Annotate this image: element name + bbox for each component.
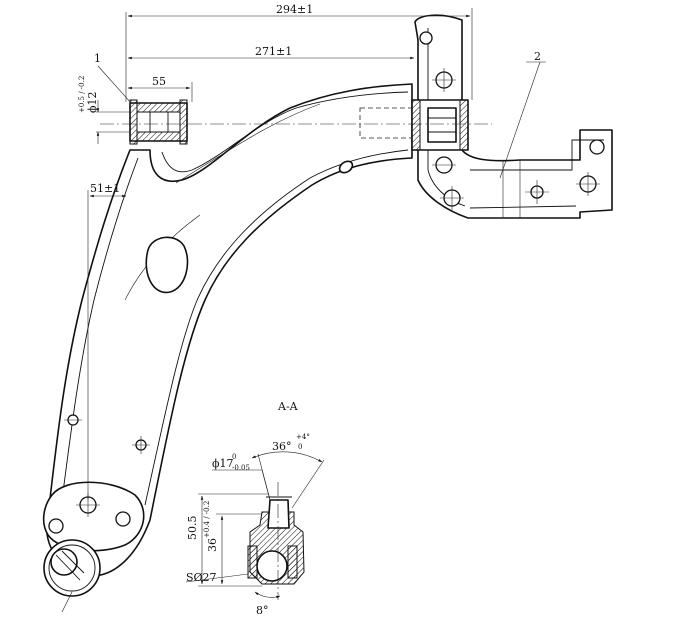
section-stud-tol-lower: -0.05 <box>232 464 250 472</box>
lightening-hole <box>145 236 189 294</box>
section-stud-diameter: ϕ17 <box>212 457 234 470</box>
section-taper-tol-upper: +4° <box>296 433 310 441</box>
callout-bushing: 1 <box>94 52 101 65</box>
dim-pivot-length: 271±1 <box>255 45 292 58</box>
slot-hole <box>338 160 354 174</box>
section-taper-tol-lower: 0 <box>298 443 302 451</box>
section-height-ball-tol: +0.4 / -0.2 <box>203 501 211 538</box>
bracket-hole <box>589 139 605 155</box>
section-title: A-A <box>277 400 299 413</box>
dimension-lines <box>87 8 546 500</box>
ball-stud <box>256 550 288 582</box>
ball-joint-end <box>42 481 145 613</box>
dim-bushing-length: 55 <box>152 75 166 88</box>
control-arm-body <box>45 83 413 577</box>
dim-bushing-diameter: ϕ12 <box>86 92 99 114</box>
section-taper-angle: 36° <box>272 440 292 453</box>
section-ball-diameter: SØ27 <box>186 571 217 584</box>
dim-overall-length: 294±1 <box>276 3 313 16</box>
front-bushing <box>129 99 188 145</box>
rear-bracket <box>411 14 613 219</box>
dim-bushing-diameter-tol: +0.5 / -0.2 <box>78 76 86 113</box>
ball-joint-hole <box>115 511 131 527</box>
ball-joint-hole <box>48 518 64 534</box>
bracket-hole <box>419 31 433 45</box>
section-a-a <box>185 451 325 600</box>
dim-bushing-offset: 51±1 <box>90 182 120 195</box>
callout-bracket: 2 <box>534 50 541 63</box>
section-height-ball: 36 <box>206 538 219 552</box>
section-tilt-angle: 8° <box>256 604 269 617</box>
section-stud-tol-upper: 0 <box>232 453 236 461</box>
section-height-total: 50.5 <box>186 516 199 541</box>
